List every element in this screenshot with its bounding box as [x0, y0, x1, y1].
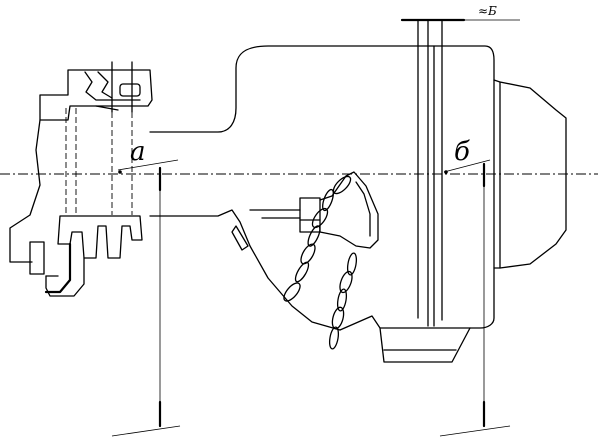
ground-lines	[111, 425, 511, 437]
label-dimension-b: ≈Б	[478, 4, 497, 18]
safety-chain-2	[328, 252, 358, 350]
label-a: a	[130, 137, 146, 167]
safety-chain-1	[283, 175, 352, 302]
left-coupling-assembly	[9, 61, 153, 297]
towing-hook	[299, 171, 379, 249]
dimension-line-b	[443, 159, 491, 428]
tractor-body-outline	[149, 18, 567, 363]
label-b: б	[454, 137, 470, 167]
dimension-line-a	[117, 159, 179, 428]
